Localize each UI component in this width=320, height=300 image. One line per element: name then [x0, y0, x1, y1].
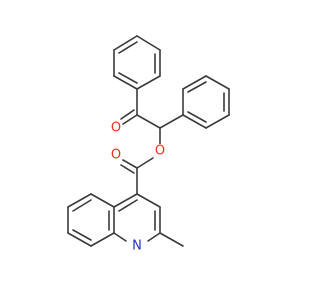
atom-label-background: [130, 239, 144, 253]
bond: [205, 114, 230, 129]
bond: [205, 75, 230, 90]
bond: [122, 159, 138, 169]
bond: [182, 75, 207, 90]
double-bond-inner: [118, 72, 138, 84]
double-bond-inner: [120, 109, 135, 120]
methyl-bond: [159, 232, 184, 247]
bond: [113, 193, 138, 208]
double-bond-inner: [72, 229, 92, 241]
ketone-oxygen-atom: O: [109, 121, 123, 136]
bond: [90, 193, 115, 208]
double-bond-inner: [120, 164, 135, 174]
bond: [136, 75, 161, 90]
bond: [113, 232, 127, 242]
bond: [147, 232, 161, 242]
atom-label-background: [109, 121, 123, 135]
benzoyl-phenyl-ring: [113, 35, 161, 90]
carbonyl-oxygen-atom: O: [109, 148, 123, 163]
bond: [136, 114, 161, 129]
quinoline-pyridine-ring: [113, 193, 184, 247]
atom-label-background: [109, 148, 123, 162]
atom-label-background: [153, 144, 167, 158]
alpha-carbon-bonds: [136, 114, 184, 146]
ester-ether-oxygen-label: O: [155, 144, 165, 159]
molecule-canvas: O O O N: [67, 35, 230, 254]
quinoline-benzo-ring: [67, 193, 115, 247]
double-bond-inner: [118, 199, 138, 212]
bond: [136, 193, 161, 208]
ester-linkage: [120, 157, 154, 195]
quinoline-nitrogen-atom: N: [130, 239, 144, 254]
ketone-oxygen-label: O: [111, 121, 121, 136]
bond: [113, 35, 138, 51]
molecule-structure: O O O N: [67, 35, 230, 254]
bond: [67, 193, 92, 208]
ketone-carbonyl: [120, 88, 138, 125]
double-bond-inner: [187, 111, 207, 123]
bond: [90, 232, 115, 247]
ester-ether-oxygen-atom: O: [153, 144, 167, 159]
double-bond-inner: [72, 199, 92, 212]
bond: [159, 114, 184, 129]
carbonyl-oxygen-label: O: [111, 148, 121, 163]
phenyl-ring: [182, 75, 230, 129]
bond: [67, 232, 92, 247]
double-bond-inner: [187, 81, 207, 93]
double-bond-inner: [118, 41, 138, 54]
bond: [136, 157, 154, 169]
bond: [182, 114, 207, 129]
bond: [113, 75, 138, 90]
bond: [122, 114, 138, 125]
bond: [136, 35, 161, 51]
quinoline-nitrogen-label: N: [132, 239, 142, 254]
